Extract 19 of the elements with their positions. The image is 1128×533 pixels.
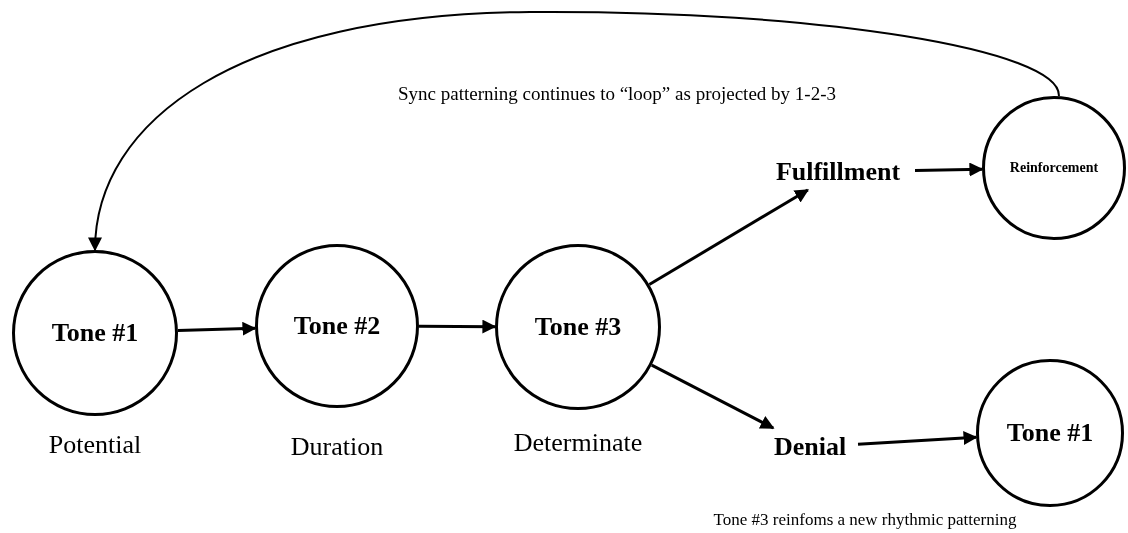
arrow	[648, 188, 809, 286]
arrow	[89, 11, 1060, 252]
node-label: Fulfillment	[775, 155, 901, 188]
node-label: Denial	[773, 430, 847, 463]
arrow	[857, 431, 978, 446]
node-label: Tone #3	[534, 310, 622, 343]
node-label: Tone #1	[1006, 416, 1094, 449]
note-text: Tone #3 reinfoms a new rhythmic patterning	[713, 510, 1017, 528]
node-label: Tone #2	[293, 309, 381, 342]
arrow	[419, 319, 497, 334]
node-label: Reinforcement	[1009, 159, 1099, 177]
note-text: Sync patterning continues to “loop” as projected by 1-2-3	[398, 83, 836, 103]
node-caption: Potential	[48, 432, 142, 458]
node-label: Tone #1	[51, 316, 139, 349]
arrow	[914, 162, 984, 177]
node-caption: Determinate	[513, 430, 643, 456]
arrow	[651, 363, 775, 430]
arrow	[177, 321, 257, 336]
node-caption: Duration	[290, 434, 384, 460]
